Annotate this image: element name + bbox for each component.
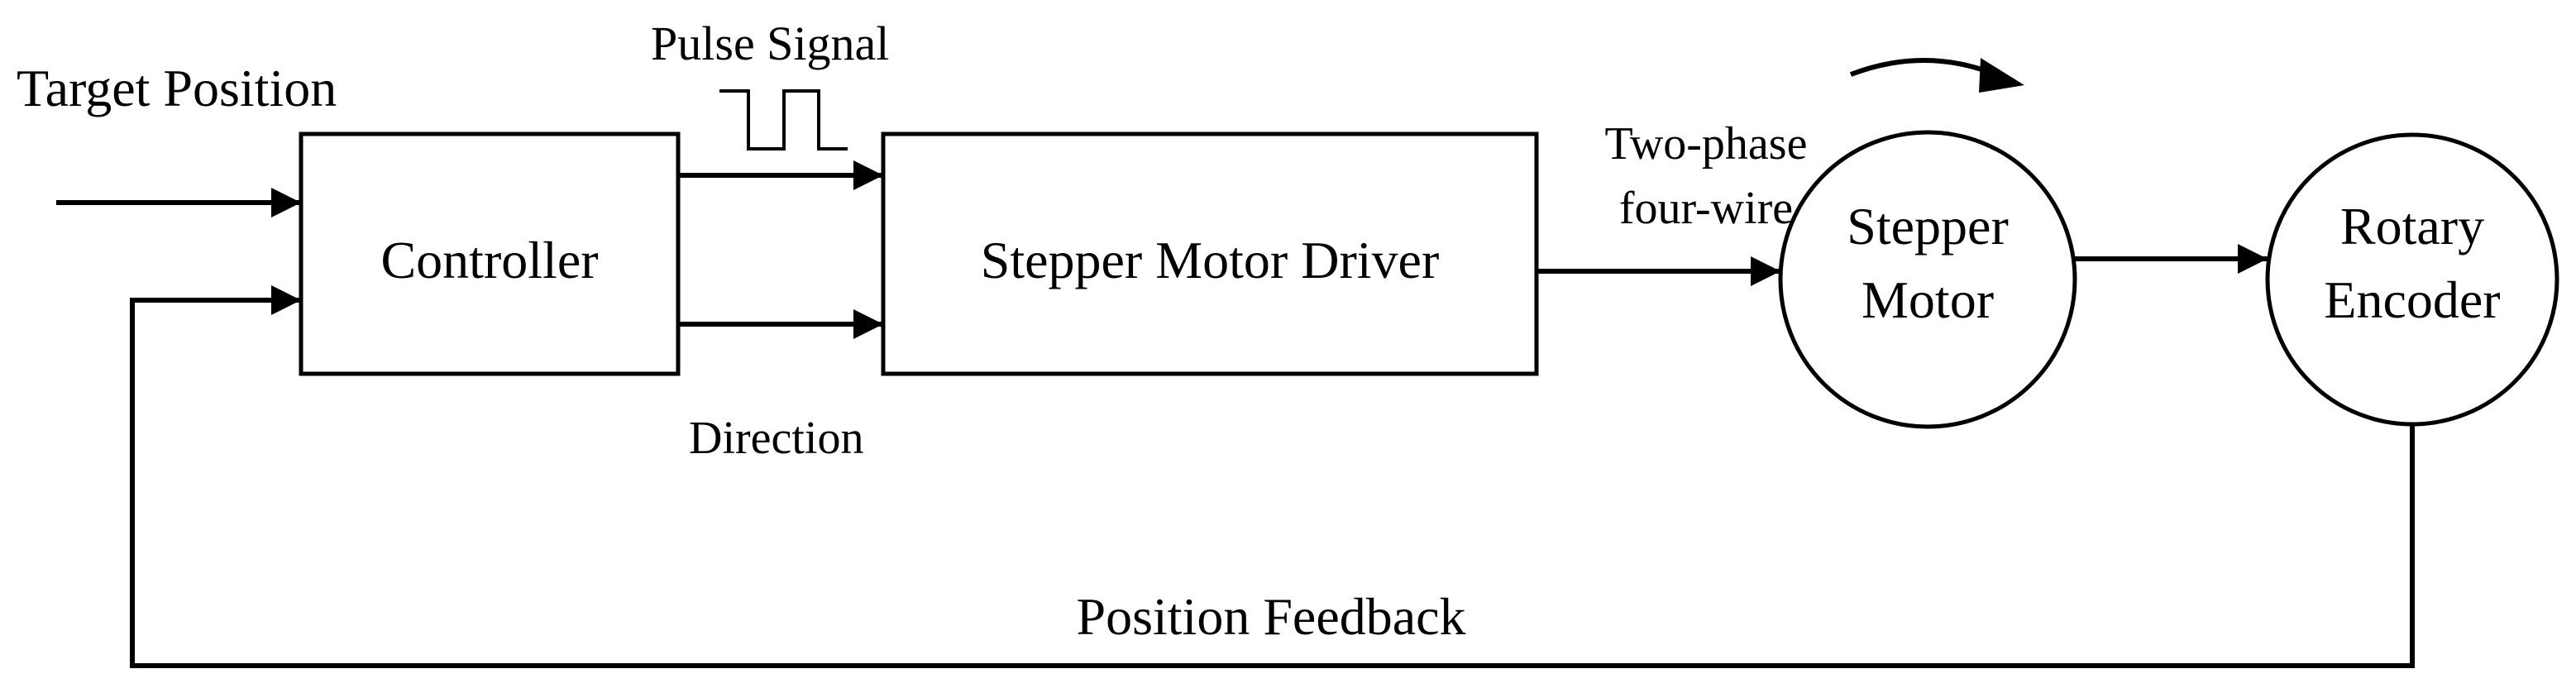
rotation-arrowhead [1979, 58, 2024, 93]
position-feedback-label: Position Feedback [1076, 587, 1465, 646]
rotary-encoder-label-2: Encoder [2324, 270, 2500, 329]
stepper-motor-circle [1778, 130, 2077, 429]
target-position-label: Target Position [17, 59, 337, 117]
pulse-waveform-icon [719, 89, 848, 150]
stepper-motor-label-2: Motor [1862, 270, 1994, 329]
pulse-signal-label: Pulse Signal [651, 17, 889, 70]
two-phase-label: Two-phase [1605, 118, 1808, 170]
position-feedback-line [130, 285, 2415, 668]
driver-label: Stepper Motor Driver [981, 231, 1440, 289]
controller-block [299, 131, 681, 376]
rotation-arrow-icon [1849, 58, 2001, 79]
direction-label: Direction [689, 413, 863, 464]
rotary-encoder-label-1: Rotary [2340, 197, 2484, 256]
four-wire-label: four-wire [1619, 183, 1793, 234]
driver-block [881, 131, 1539, 376]
controller-label: Controller [380, 231, 598, 289]
stepper-motor-label-1: Stepper [1847, 197, 2009, 256]
